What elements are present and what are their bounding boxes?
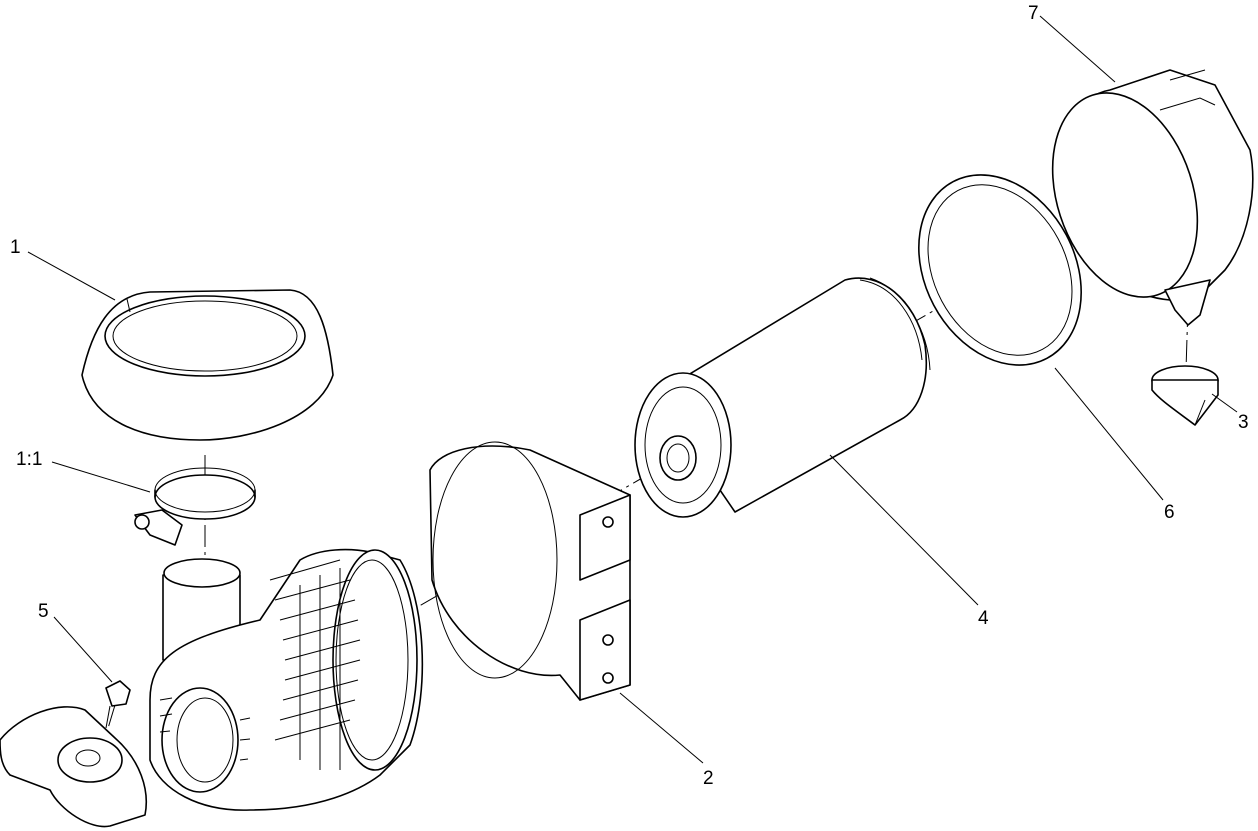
part-7-cover	[1051, 69, 1254, 326]
air-cleaner-housing	[149, 548, 424, 811]
callout-labels: 1 1:1 5 2 4 6 3 7	[10, 3, 1249, 789]
callout-5: 5	[38, 601, 49, 622]
callout-1: 1	[10, 237, 21, 258]
part-3-dust-valve	[1151, 365, 1219, 426]
part-2-mounting-band	[429, 441, 631, 701]
callout-2: 2	[703, 768, 714, 789]
part-4-filter-element	[634, 277, 931, 518]
callout-6: 6	[1164, 502, 1175, 523]
part-1-rain-cap	[81, 289, 334, 441]
leader-lines	[27, 15, 1238, 764]
callout-3: 3	[1238, 412, 1249, 433]
callout-1-1: 1:1	[16, 449, 42, 470]
part-1-1-hose-clamp	[134, 467, 256, 546]
callout-4: 4	[978, 608, 989, 629]
outlet-elbow	[0, 706, 147, 828]
callout-7: 7	[1028, 3, 1039, 24]
part-5-fitting	[105, 680, 131, 729]
part-6-seal-ring	[918, 174, 1082, 366]
